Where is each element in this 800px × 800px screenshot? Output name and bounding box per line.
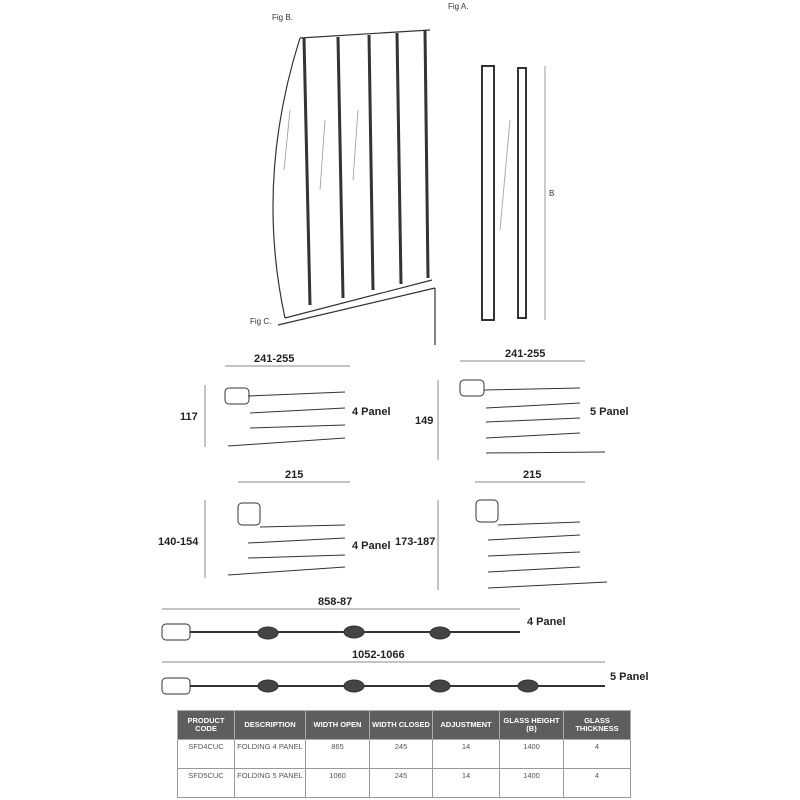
dim-width: 241-255 xyxy=(505,348,545,360)
panel-label: 4 Panel xyxy=(352,406,391,418)
panel-label: 4 Panel xyxy=(527,616,566,628)
dim-width: 1052-1066 xyxy=(352,649,405,661)
dim-width: 241-255 xyxy=(254,353,294,365)
dim-width: 215 xyxy=(285,469,303,481)
cell: 4 xyxy=(563,768,631,798)
col-header: GLASS THICKNESS xyxy=(563,710,631,740)
panel-label: 4 Panel xyxy=(352,540,391,552)
plan-mid-right xyxy=(437,481,608,590)
cell: 1060 xyxy=(305,768,370,798)
col-header: WIDTH OPEN xyxy=(305,710,370,740)
cell: SFD4CUC xyxy=(177,739,235,769)
screen-elevation-view xyxy=(481,65,546,321)
dim-width: 215 xyxy=(523,469,541,481)
dim-width: 858-87 xyxy=(318,596,352,608)
dim-depth: 117 xyxy=(180,411,198,423)
cell: FOLDING 4 PANEL xyxy=(234,739,306,769)
cell: 4 xyxy=(563,739,631,769)
fig-b-label: Fig B. xyxy=(272,13,293,22)
col-header: GLASS HEIGHT (B) xyxy=(499,710,564,740)
cell: SFD5CUC xyxy=(177,768,235,798)
table-row: SFD5CUC FOLDING 5 PANEL 1060 245 14 1400… xyxy=(177,768,631,798)
col-header: WIDTH CLOSED xyxy=(369,710,433,740)
fig-c-label: Fig C. xyxy=(250,317,271,326)
cell: 14 xyxy=(432,739,500,769)
fig-a-label: Fig A. xyxy=(448,2,468,11)
plan-mid-left xyxy=(204,481,350,578)
panel-label: 5 Panel xyxy=(590,406,629,418)
col-header: PRODUCT CODE xyxy=(177,710,235,740)
col-header: ADJUSTMENT xyxy=(432,710,500,740)
plan-top-right xyxy=(437,360,606,460)
cell: 1400 xyxy=(499,739,564,769)
table-header-row: PRODUCT CODE DESCRIPTION WIDTH OPEN WIDT… xyxy=(177,710,631,740)
height-b-label: B xyxy=(549,189,554,198)
dim-depth: 149 xyxy=(415,415,433,427)
dim-depth: 173-187 xyxy=(395,536,435,548)
dim-depth: 140-154 xyxy=(158,536,199,548)
plan-open-5 xyxy=(161,661,605,695)
cell: FOLDING 5 PANEL xyxy=(234,768,306,798)
table-row: SFD4CUC FOLDING 4 PANEL 865 245 14 1400 … xyxy=(177,739,631,769)
spec-table: PRODUCT CODE DESCRIPTION WIDTH OPEN WIDT… xyxy=(177,710,631,798)
panel-label: 5 Panel xyxy=(610,671,649,683)
cell: 245 xyxy=(369,739,433,769)
cell: 14 xyxy=(432,768,500,798)
col-header: DESCRIPTION xyxy=(234,710,306,740)
cell: 245 xyxy=(369,768,433,798)
cell: 1400 xyxy=(499,768,564,798)
cell: 865 xyxy=(305,739,370,769)
screen-perspective-view xyxy=(272,29,436,345)
plan-open-4 xyxy=(161,608,520,641)
plan-top-left xyxy=(204,365,350,447)
